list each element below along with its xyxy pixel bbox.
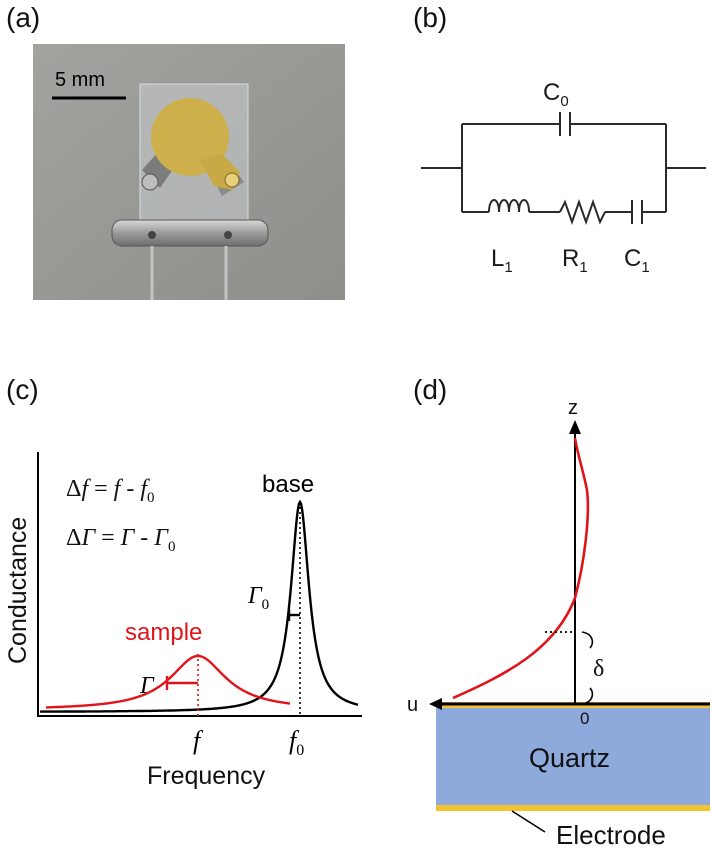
quartz-label: Quartz	[529, 743, 610, 773]
z-axis-arrow	[569, 420, 581, 434]
c0-label: C0	[543, 79, 569, 110]
gamma-label: Γ	[139, 673, 155, 699]
gamma0-label: Γ0	[247, 583, 269, 613]
resistor-r1	[559, 198, 606, 226]
panel-label-c: (c)	[6, 374, 39, 405]
sensor-base	[111, 219, 269, 247]
inductor-l1	[488, 199, 530, 213]
right-contact	[224, 172, 240, 188]
sample-label: sample	[125, 619, 202, 646]
electrode-leader-line	[511, 810, 546, 833]
base-label: base	[262, 471, 314, 498]
y-axis-label: Conductance	[4, 517, 32, 664]
delta-label: δ	[593, 656, 604, 682]
u-axis-arrow	[429, 698, 442, 710]
panel-label-a: (a)	[6, 2, 41, 33]
electrode-label: Electrode	[556, 820, 666, 850]
x-axis-label: Frequency	[147, 762, 266, 790]
scale-label: 5 mm	[55, 69, 105, 91]
delta-gamma-equation: ΔΓ = Γ - Γ0	[66, 525, 175, 555]
panel-label-d: (d)	[413, 374, 448, 405]
base-curve	[40, 499, 359, 713]
left-contact	[141, 173, 159, 191]
delta-brace	[581, 631, 594, 705]
u-axis-label: u	[407, 694, 418, 716]
gold-electrode	[151, 98, 229, 176]
bottom-electrode	[436, 805, 710, 811]
base-hole-right	[224, 231, 232, 239]
panel-label-b: (b)	[413, 2, 448, 33]
f-tick-label: f	[193, 726, 204, 755]
c1-label: C1	[624, 245, 650, 276]
origin-label: 0	[580, 709, 589, 728]
decaying-shear-wave	[452, 437, 590, 700]
z-axis-label: z	[568, 397, 578, 419]
f0-tick-label: f0	[289, 726, 304, 759]
l1-label: L1	[491, 245, 513, 276]
quartz-block	[436, 706, 710, 807]
base-hole-left	[148, 231, 156, 239]
r1-label: R1	[562, 245, 588, 276]
delta-f-equation: Δf = f - f0	[66, 476, 155, 506]
